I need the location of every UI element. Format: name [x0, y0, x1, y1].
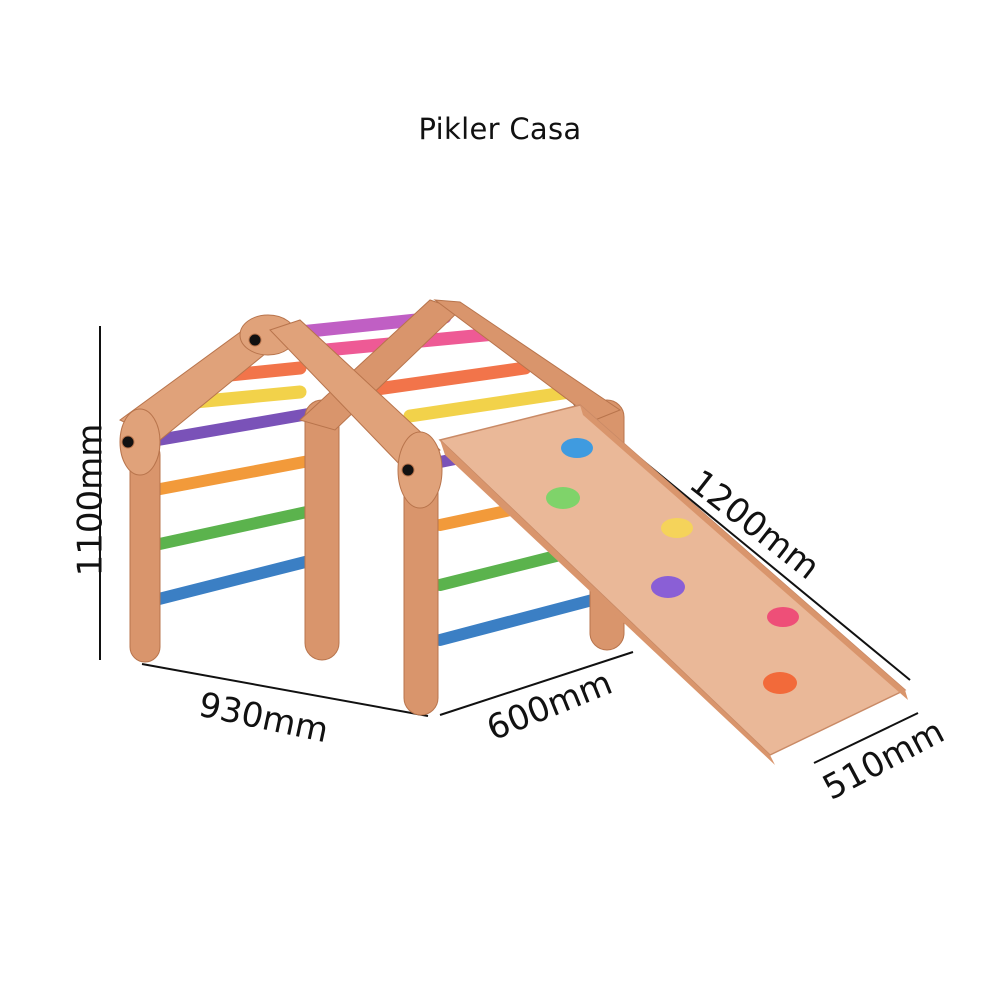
- climbing-hold-yellow: [661, 518, 693, 538]
- depth-dimension-line: [439, 651, 634, 716]
- product-title: Pikler Casa: [418, 112, 582, 146]
- climbing-hold-green: [546, 487, 580, 509]
- width-dimension-line: [141, 663, 429, 717]
- side-rungs: [149, 406, 331, 606]
- climbing-hold-pink: [767, 607, 799, 627]
- climbing-hold-purple: [651, 576, 685, 598]
- climbing-hold-orange: [763, 672, 797, 694]
- left-frame: [119, 314, 297, 663]
- climbing-hold-blue: [561, 438, 593, 458]
- ramp-width-dimension-line: [813, 712, 919, 764]
- front-frame: [269, 319, 443, 716]
- ramp: [438, 404, 908, 765]
- roof-rungs: [188, 310, 577, 423]
- height-dimension-label: 1100mm: [70, 423, 111, 577]
